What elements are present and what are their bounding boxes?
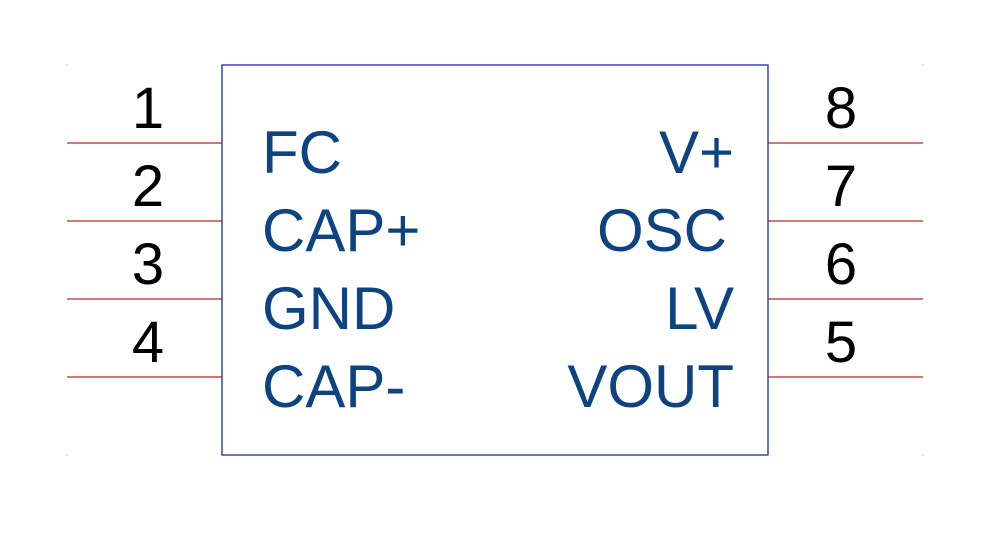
pin-number-8: 8	[825, 76, 857, 141]
pin-label-lv: LV	[665, 275, 734, 342]
grid-dot	[66, 64, 68, 66]
pin-label-cap-minus: CAP-	[262, 353, 405, 420]
right-pin-numbers: 8 7 6 5	[825, 76, 857, 375]
pin-number-3: 3	[132, 232, 164, 297]
pin-label-v-plus: V+	[659, 119, 734, 186]
grid-dots	[66, 64, 924, 456]
pin-number-4: 4	[132, 310, 164, 375]
right-pin-labels: V+ OSC LV VOUT	[567, 119, 734, 420]
grid-dot	[66, 454, 68, 456]
left-pin-numbers: 1 2 3 4	[132, 76, 164, 375]
right-pin-leads	[768, 142, 923, 378]
left-pin-labels: FC CAP+ GND CAP-	[262, 119, 420, 420]
pin-label-fc: FC	[262, 119, 342, 186]
pin-number-5: 5	[825, 310, 857, 375]
pin-label-gnd: GND	[262, 275, 395, 342]
pin-label-vout: VOUT	[567, 353, 734, 420]
pin-number-6: 6	[825, 232, 857, 297]
pin-label-cap-plus: CAP+	[262, 197, 420, 264]
pin-number-7: 7	[825, 154, 857, 219]
pin-number-1: 1	[132, 76, 164, 141]
component-body[interactable]	[221, 64, 769, 456]
pin-number-2: 2	[132, 154, 164, 219]
left-pin-leads	[67, 142, 222, 378]
pin-label-osc: OSC	[597, 197, 727, 264]
grid-dot	[922, 454, 924, 456]
grid-dot	[922, 64, 924, 66]
